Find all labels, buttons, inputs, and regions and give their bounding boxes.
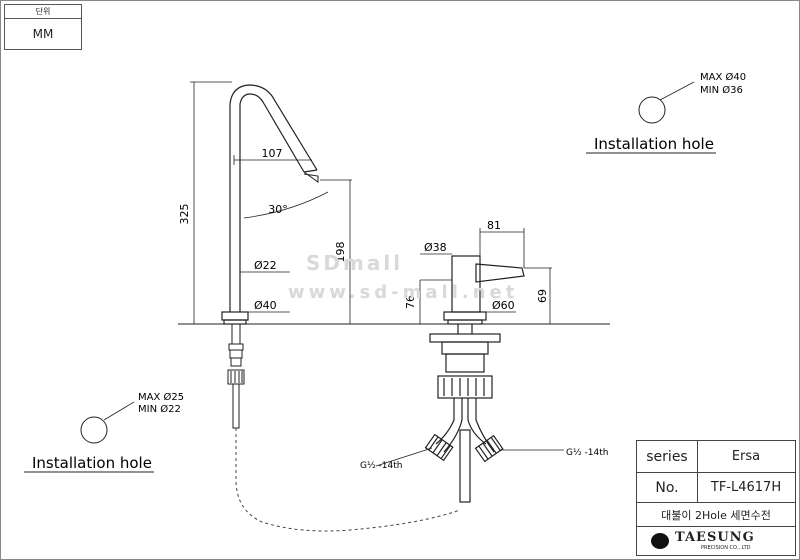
company-subtitle: PRECISION CO., LTD: [701, 545, 751, 551]
title-block: series Ersa No. TF-L4617H 대불이 2Hole 세면수전…: [636, 440, 796, 556]
spout-dimension-lines: [190, 81, 352, 324]
unit-header: 단위: [5, 5, 81, 19]
dim-spout-height: 325: [178, 204, 191, 225]
handle-dimension-lines: [375, 228, 564, 467]
installation-hole-bottom-min: MIN Ø22: [138, 403, 181, 415]
installation-hole-bottom-leader: [103, 401, 135, 421]
unit-value: MM: [32, 27, 54, 41]
installation-hole-top-max: MAX Ø40: [700, 71, 746, 83]
model-number: TF-L4617H: [710, 480, 782, 495]
dim-spout-outlet-height: 198: [334, 242, 347, 263]
watermark-line1: SDmall: [306, 251, 403, 275]
spout-body: [221, 84, 319, 325]
product-description: 대불이 2Hole 세면수전: [661, 508, 771, 522]
dim-handle-dia: Ø38: [424, 241, 447, 254]
dim-spout-base-dia: Ø40: [254, 299, 277, 312]
hose-dashed: [235, 428, 461, 532]
title-block-no-row: No. TF-L4617H: [637, 473, 795, 503]
dim-handle-reach: 81: [487, 219, 501, 232]
watermark-line2: www.sd-mall.net: [288, 282, 518, 303]
unit-box: 단위 MM: [4, 4, 82, 50]
dim-thread-left: G½ -14th: [360, 461, 403, 471]
title-block-company-row: TAESUNG PRECISION CO., LTD: [637, 527, 795, 555]
dim-spout-angle: 30°: [268, 203, 288, 216]
installation-hole-top-leader: [659, 81, 695, 101]
installation-hole-bottom-label: Installation hole: [32, 454, 152, 472]
dim-spout-reach: 107: [262, 147, 283, 160]
handle-valve: [424, 255, 525, 503]
dim-thread-right: G½ -14th: [566, 448, 609, 458]
title-block-series-row: series Ersa: [637, 441, 795, 473]
spout-shank: [227, 323, 245, 429]
installation-hole-top-min: MIN Ø36: [700, 84, 743, 96]
dim-handle-height: 76: [404, 295, 417, 309]
title-block-desc-row: 대불이 2Hole 세면수전: [637, 503, 795, 527]
installation-hole-bottom-max: MAX Ø25: [138, 391, 184, 403]
series-label: series: [646, 448, 688, 465]
company-name: TAESUNG: [675, 530, 755, 545]
dim-spout-dia: Ø22: [254, 259, 277, 272]
dim-handle-total: 69: [536, 289, 549, 303]
company-logo: [651, 533, 669, 549]
no-label: No.: [655, 479, 679, 496]
series-value: Ersa: [731, 449, 761, 464]
dim-handle-base-dia: Ø60: [492, 299, 515, 312]
installation-hole-top-circle: [638, 96, 666, 124]
installation-hole-bottom-circle: [80, 416, 108, 444]
installation-hole-top-label: Installation hole: [594, 135, 714, 153]
